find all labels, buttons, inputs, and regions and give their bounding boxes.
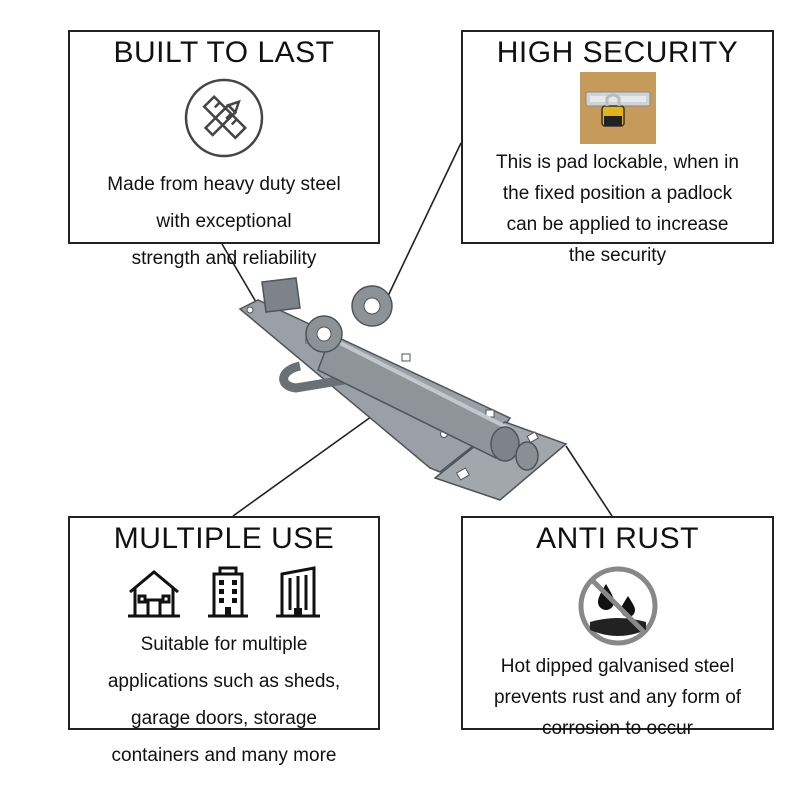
- connector-lines: [221, 142, 613, 517]
- connector-multi: [232, 413, 376, 517]
- feature-title: MULTIPLE USE: [113, 522, 335, 555]
- feature-multiple-use: MULTIPLE USE: [68, 516, 380, 766]
- connector-rust: [565, 445, 613, 517]
- connector-security: [387, 142, 462, 297]
- office-building-icon: [276, 566, 320, 618]
- feature-title: HIGH SECURITY: [496, 36, 739, 69]
- feature-line: the security: [568, 245, 667, 266]
- feature-high-security: HIGH SECURITY This is pad lockable, when…: [461, 30, 774, 266]
- apartment-building-icon: [208, 566, 248, 618]
- no-water-drops-icon: [576, 564, 660, 648]
- pencil-ruler-icon: [182, 76, 266, 160]
- feature-title: BUILT TO LAST: [113, 36, 335, 69]
- feature-title: ANTI RUST: [536, 522, 699, 555]
- connector-built: [221, 243, 257, 303]
- feature-built-to-last: BUILT TO LAST Made from heavy duty steel…: [68, 30, 380, 269]
- feature-line: garage doors, storage: [131, 708, 317, 729]
- feature-line: Hot dipped galvanised steel: [500, 656, 735, 677]
- feature-anti-rust: ANTI RUST Hot dipped galvanised steel pr…: [461, 516, 774, 739]
- feature-line: strength and reliability: [131, 248, 317, 269]
- feature-line: can be applied to increase: [506, 214, 729, 235]
- house-icon: [128, 570, 180, 618]
- feature-line: prevents rust and any form of: [493, 687, 742, 708]
- feature-line: corrosion to occur: [541, 718, 693, 739]
- feature-line: This is pad lockable, when in: [496, 152, 739, 173]
- feature-line: Suitable for multiple: [140, 634, 308, 655]
- building-icons: [70, 566, 378, 620]
- padbolt-image: [238, 277, 568, 501]
- feature-line: the fixed position a padlock: [502, 183, 733, 204]
- feature-line: applications such as sheds,: [107, 671, 341, 692]
- feature-line: containers and many more: [111, 745, 337, 766]
- padlocked-bolt-photo: [579, 72, 656, 144]
- feature-line: with exceptional: [156, 211, 292, 232]
- feature-line: Made from heavy duty steel: [107, 174, 341, 195]
